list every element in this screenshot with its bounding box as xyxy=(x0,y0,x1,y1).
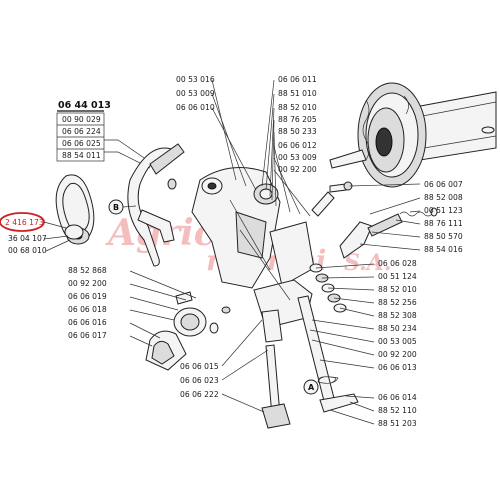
part-label: 88 52 010 xyxy=(378,285,417,294)
group-label: 00 90 029 xyxy=(62,115,101,124)
part-label: 88 52 256 xyxy=(378,298,417,307)
fork-b: B xyxy=(108,143,185,267)
part-label: 06 06 014 xyxy=(378,393,417,402)
part-label: 88 50 233 xyxy=(278,127,317,136)
part-label: 88 52 110 xyxy=(378,406,417,415)
part-label: 88 50 570 xyxy=(424,232,463,241)
part-label: 00 53 009 xyxy=(278,153,317,162)
part-label: 06 06 013 xyxy=(378,363,417,372)
label-group-right-bottom: 06 06 014 88 52 110 88 51 203 xyxy=(378,393,417,428)
watermark-text: S.A. xyxy=(344,250,392,276)
part-label: 88 52 308 xyxy=(378,311,417,320)
part-label: 88 50 234 xyxy=(378,324,417,333)
part-label: 06 06 012 xyxy=(278,141,317,150)
part-label: 06 06 007 xyxy=(424,180,463,189)
label-group-right-top: 06 06 007 88 52 008 00 51 123 88 76 111 … xyxy=(424,180,463,254)
part-label: 06 06 016 xyxy=(68,318,107,327)
part-label: 88 51 203 xyxy=(378,419,417,428)
part-label: 00 51 124 xyxy=(378,272,417,281)
part-label: 06 06 018 xyxy=(68,305,107,314)
part-label: 00 92 200 xyxy=(378,350,417,359)
label-group-top: 00 53 016 00 53 009 06 06 010 xyxy=(176,75,215,112)
part-label: 88 52 868 xyxy=(68,266,107,275)
part-label: 00 92 200 xyxy=(278,165,317,174)
bearing-group xyxy=(55,174,95,245)
leader-lines xyxy=(129,79,421,425)
label-group-left: 88 52 868 00 92 200 06 06 019 06 06 018 … xyxy=(68,266,107,340)
part-label: 88 54 016 xyxy=(424,245,463,254)
part-label: 88 76 205 xyxy=(278,115,317,124)
label-group-right-mid: 06 06 028 00 51 124 88 52 010 88 52 256 … xyxy=(378,259,417,372)
part-label: 88 52 010 xyxy=(278,103,317,112)
shaft-spring-a: A xyxy=(297,295,359,413)
part-label: 00 92 200 xyxy=(68,279,107,288)
group-title: 06 44 013 xyxy=(58,100,111,111)
group-label: 06 06 224 xyxy=(62,127,101,136)
marker-a: A xyxy=(308,383,315,392)
part-label: 00 53 016 xyxy=(176,75,215,84)
part-label: 06 06 015 xyxy=(180,362,219,371)
selector-levers xyxy=(311,181,438,259)
group-label: 06 06 025 xyxy=(62,139,101,148)
group-label: 88 54 011 xyxy=(62,151,101,160)
part-label: 36 04 107 xyxy=(8,234,47,243)
part-label: 88 52 008 xyxy=(424,193,463,202)
marker-b: B xyxy=(113,203,119,212)
washer-stack xyxy=(309,263,347,313)
part-label: 00 68 010 xyxy=(8,246,47,255)
part-label: 06 06 017 xyxy=(68,331,107,340)
part-label: 00 51 123 xyxy=(424,206,463,215)
part-label: 06 06 019 xyxy=(68,292,107,301)
part-label: 00 53 005 xyxy=(378,337,417,346)
part-label: 00 53 009 xyxy=(176,89,215,98)
part-label: 06 06 011 xyxy=(278,75,317,84)
highlighted-label: 2 416 173 xyxy=(5,218,44,227)
label-group-bottom-center: 06 06 015 06 06 023 06 06 222 xyxy=(180,362,219,399)
part-group-box: 06 44 013 00 90 029 06 06 224 06 06 025 … xyxy=(56,100,151,169)
part-label: 88 76 111 xyxy=(424,219,463,228)
highlighted-part: 2 416 173 xyxy=(0,212,67,232)
part-label: 06 06 028 xyxy=(378,259,417,268)
hub-assembly xyxy=(329,82,497,188)
part-label: 88 51 010 xyxy=(278,89,317,98)
part-label: 06 06 222 xyxy=(180,390,219,399)
part-label: 06 06 023 xyxy=(180,376,219,385)
part-label: 06 06 010 xyxy=(176,103,215,112)
central-lever-assembly xyxy=(191,167,315,329)
label-group-center: 06 06 011 88 51 010 88 52 010 88 76 205 … xyxy=(278,75,317,174)
lower-rod-gear xyxy=(145,291,291,429)
